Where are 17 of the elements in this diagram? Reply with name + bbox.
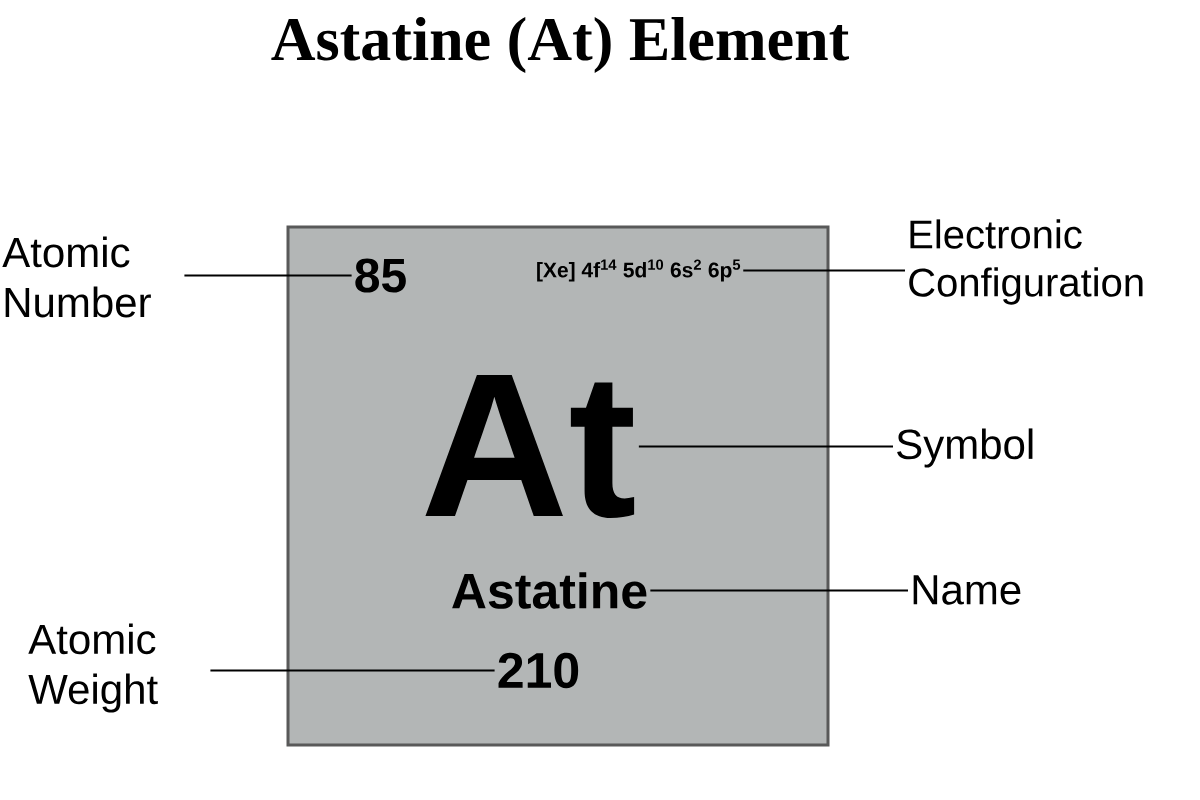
leader-line bbox=[649, 589, 909, 592]
atomic-number: 85 bbox=[355, 258, 406, 293]
callout-label: Name bbox=[913, 575, 1021, 605]
element-name: Astatine bbox=[452, 572, 647, 609]
leader-line bbox=[637, 445, 894, 448]
element-card bbox=[286, 225, 830, 747]
callout-label: Atomic Number bbox=[2, 236, 151, 318]
atomic-weight: 210 bbox=[498, 652, 579, 689]
callout-label: Symbol bbox=[897, 428, 1033, 468]
callout-label: Electronic Configuration bbox=[909, 219, 1143, 305]
leader-line bbox=[742, 269, 906, 272]
callout-label: Atomic Weight bbox=[28, 623, 158, 713]
leader-line bbox=[183, 274, 353, 277]
leader-line bbox=[209, 669, 496, 672]
title: Astatine (At) Element bbox=[271, 16, 849, 74]
electron-configuration: [Xe] 4f$^{14}$ 5d$^{10}$ 6s$^{2}$ 6p$^{5}$ bbox=[537, 259, 741, 282]
element-symbol: At bbox=[425, 375, 635, 518]
